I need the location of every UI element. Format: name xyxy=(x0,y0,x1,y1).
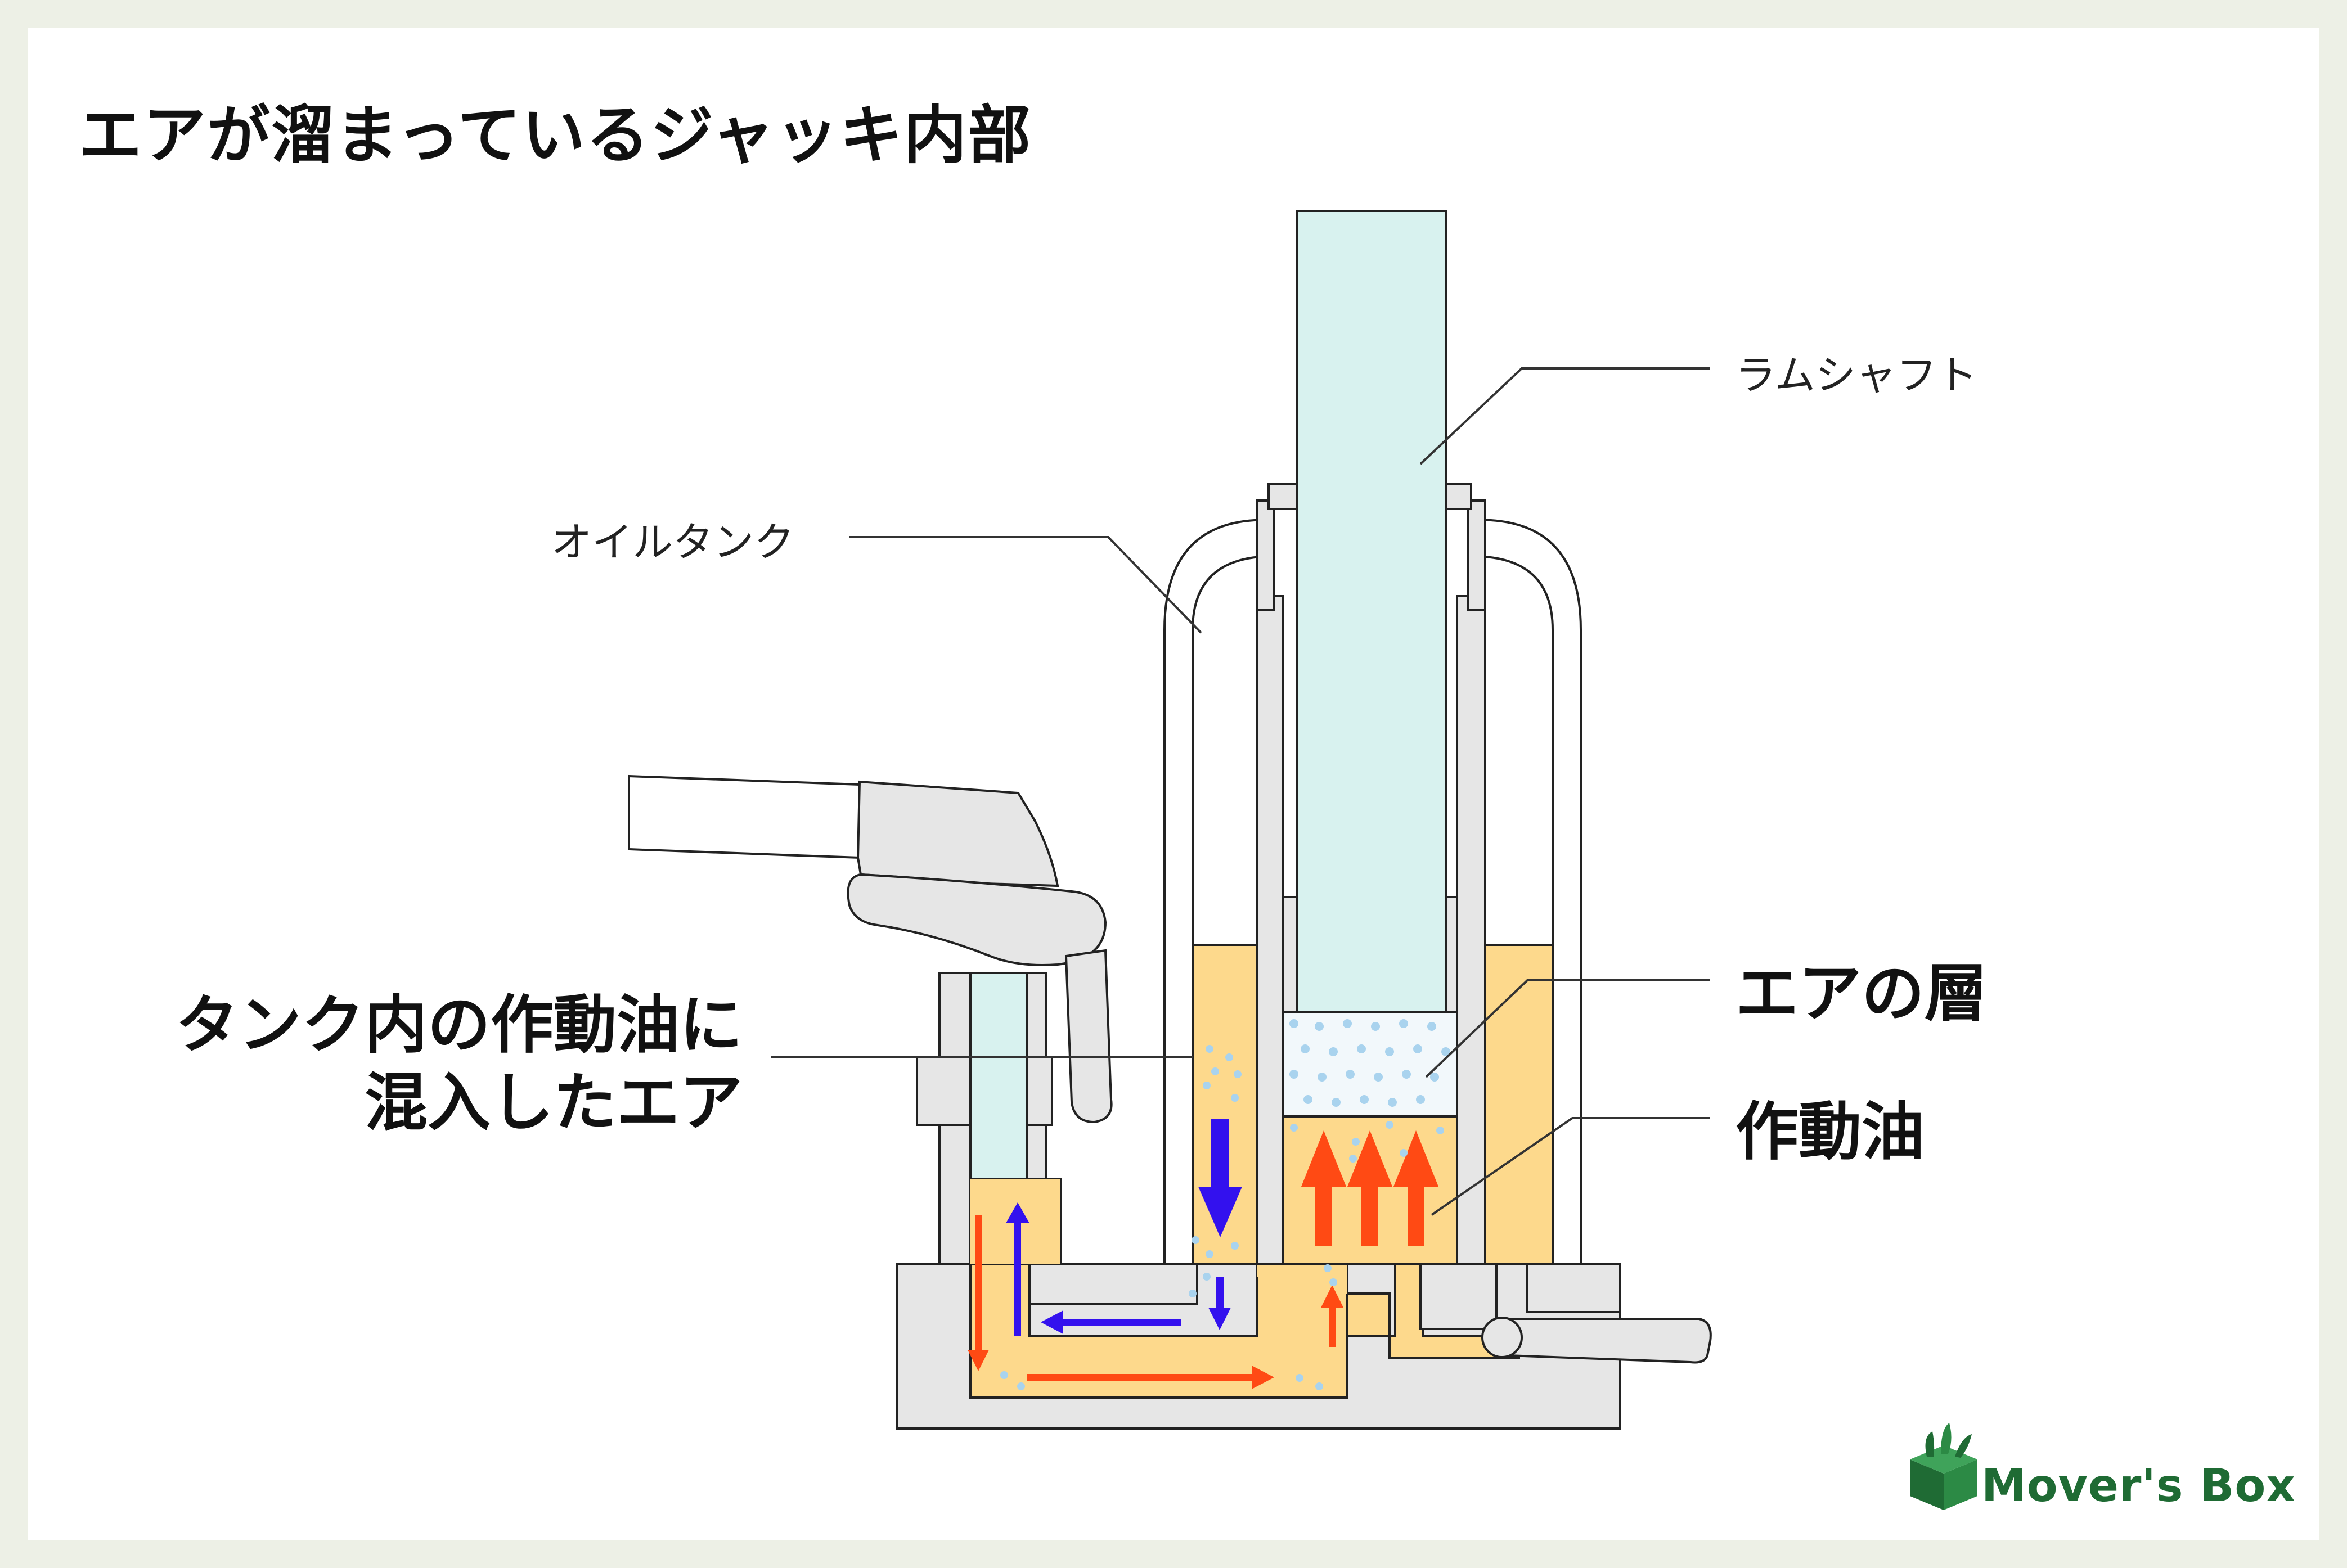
label-oil-tank: オイルタンク xyxy=(551,519,795,566)
flow-arrows-up xyxy=(968,1130,1438,1389)
pump xyxy=(916,972,1062,1265)
brand-logo: Mover's Box xyxy=(1981,1459,2296,1512)
label-tank-air-line1: タンク内の作動油に xyxy=(176,989,743,1062)
release-valve xyxy=(1481,1317,1712,1364)
leader-lines xyxy=(771,367,1710,1216)
label-tank-air-line2: 混入したエア xyxy=(365,1066,743,1139)
air-bubbles-tank xyxy=(1000,1045,1337,1390)
pump-handle xyxy=(628,774,1113,1124)
label-ram-shaft: ラムシャフト xyxy=(1735,352,1977,399)
label-air-layer: エアの層 xyxy=(1735,957,1988,1030)
page-title: エアが溜まっているジャッキ内部 xyxy=(79,99,1032,172)
flow-arrows-down xyxy=(1006,1119,1242,1336)
oil-channel xyxy=(969,1178,1621,1399)
label-tank-air: タンク内の作動油に 混入したエア xyxy=(113,986,743,1142)
oil-tank xyxy=(1163,499,1582,1265)
air-bubbles-cylinder xyxy=(1289,1019,1450,1163)
ram-shaft xyxy=(1267,210,1472,1013)
box-with-leaves-icon xyxy=(1910,1423,1977,1510)
label-hydraulic-oil: 作動油 xyxy=(1735,1096,1925,1169)
